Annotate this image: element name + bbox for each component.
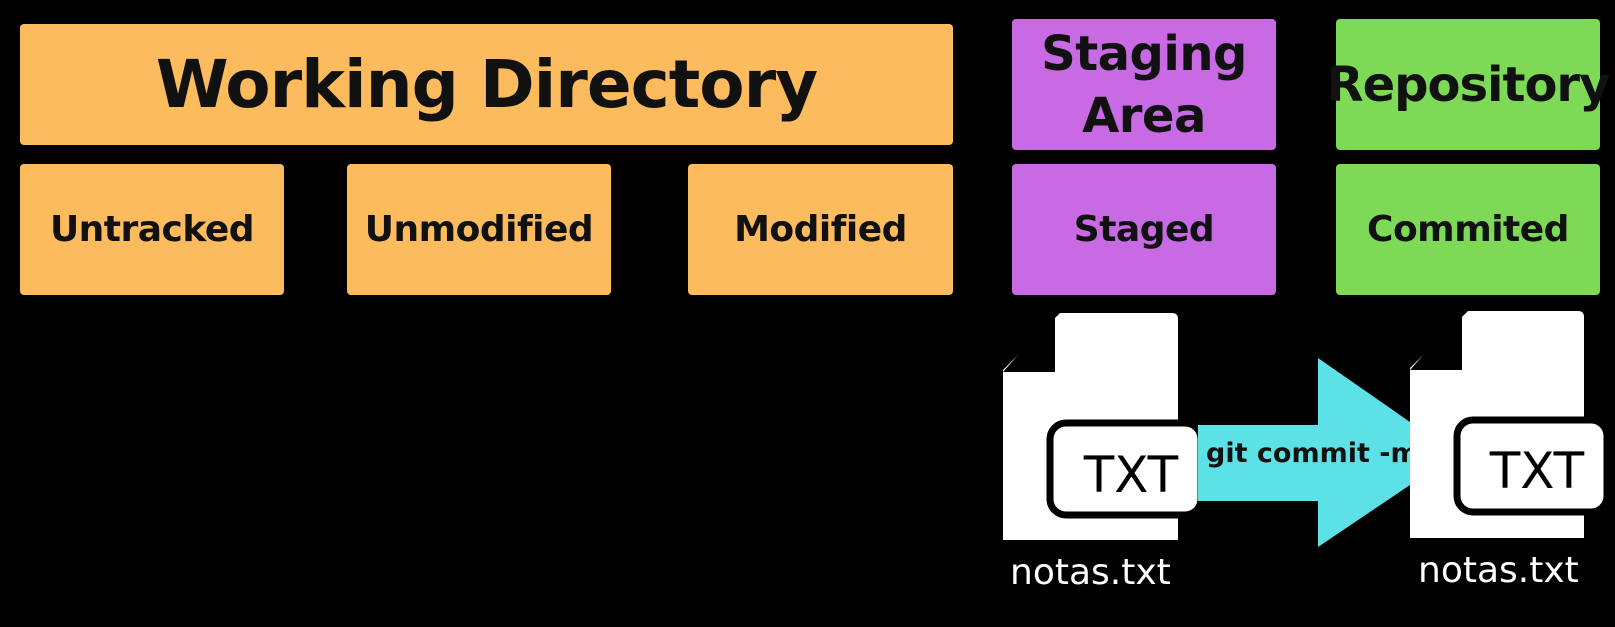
state-modified: Modified (688, 164, 953, 295)
state-staged: Staged (1012, 164, 1276, 295)
txt-file-icon: TXT (1410, 311, 1611, 538)
working-directory-header: Working Directory (20, 24, 953, 145)
staged-file-name: notas.txt (1010, 552, 1171, 593)
state-unmodified: Unmodified (347, 164, 611, 295)
staging-area-title-line1: Staging (1041, 25, 1247, 82)
committed-file-name: notas.txt (1418, 550, 1579, 591)
state-commited: Commited (1336, 164, 1600, 295)
txt-badge-staged: TXT (1083, 446, 1179, 504)
state-untracked: Untracked (20, 164, 284, 295)
txt-file-icon: TXT (1003, 313, 1205, 540)
txt-badge-committed: TXT (1489, 442, 1585, 500)
staging-area-header: Staging Area (1012, 19, 1276, 150)
arrow-label: git commit -m (1206, 438, 1419, 469)
staging-area-title-line2: Area (1082, 87, 1206, 144)
repository-header: Repository (1327, 19, 1610, 150)
right-arrow-icon: git commit -m (1198, 358, 1456, 547)
